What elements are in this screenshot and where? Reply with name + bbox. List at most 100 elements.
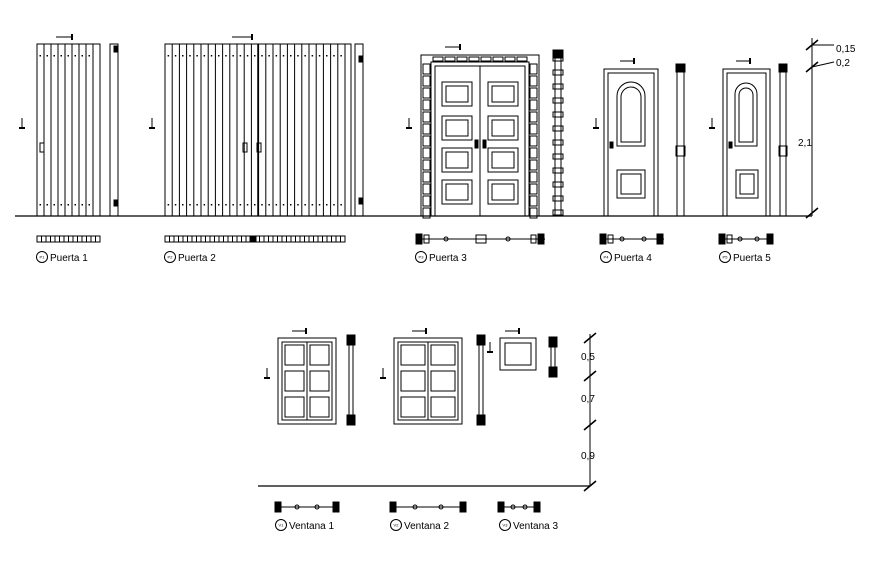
window-pane	[400, 344, 426, 366]
brick	[422, 159, 431, 171]
nail-mark	[81, 204, 83, 206]
nail-mark	[53, 55, 55, 57]
tag-code-v1: V1	[279, 523, 285, 528]
nail-mark	[81, 55, 83, 57]
door-panel	[441, 179, 473, 205]
window-pane	[309, 370, 330, 392]
nail-mark	[275, 55, 278, 57]
door-dimension-21: 2,1	[798, 138, 812, 149]
door-panel-inner	[491, 183, 515, 201]
window-pane	[309, 396, 330, 418]
section-tick	[552, 209, 564, 216]
nail-mark	[39, 204, 41, 206]
nail-mark	[232, 55, 234, 57]
section-tick	[552, 111, 564, 118]
nail-mark	[333, 204, 335, 206]
nail-mark	[182, 55, 184, 57]
door-p5-elevation	[709, 58, 771, 217]
door-panel-inner	[445, 183, 469, 201]
door-panel	[487, 115, 519, 141]
brick	[529, 159, 538, 171]
nail-mark	[67, 55, 69, 57]
nail-mark	[203, 55, 206, 57]
brick	[529, 75, 538, 87]
door-label-p1: Puerta 1	[50, 253, 88, 264]
tag-circle-v2	[390, 519, 402, 531]
nail-mark	[60, 55, 62, 57]
tag-code-v3: V3	[503, 523, 509, 528]
nail-mark	[268, 55, 270, 57]
brick	[422, 123, 431, 135]
nail-mark	[218, 204, 220, 206]
nail-mark	[67, 204, 69, 206]
nail-mark	[326, 204, 328, 206]
nail-mark	[39, 55, 41, 57]
window-v3-plan	[497, 501, 541, 513]
nail-mark	[74, 55, 76, 57]
door-panel-inner	[491, 151, 515, 169]
tag-code-v2: V2	[394, 523, 400, 528]
door-p4-section	[675, 63, 686, 217]
brick	[422, 111, 431, 123]
brick	[468, 56, 480, 62]
brick	[529, 111, 538, 123]
nail-mark	[282, 55, 285, 57]
door-p2-elevation	[149, 34, 352, 217]
brick	[529, 183, 538, 195]
nail-mark	[225, 55, 227, 57]
nail-mark	[318, 55, 321, 57]
tag-circle-v3	[499, 519, 511, 531]
nail-mark	[268, 204, 270, 206]
brick	[422, 171, 431, 183]
nail-mark	[290, 204, 292, 206]
door-label-p2: Puerta 2	[178, 253, 216, 264]
section-tick	[552, 97, 564, 104]
window-v2-elevation	[380, 328, 463, 425]
door-panel	[441, 147, 473, 173]
window-dimension-07: 0,7	[581, 394, 595, 405]
nail-mark	[333, 55, 335, 57]
tag-circle-v1	[275, 519, 287, 531]
door-p1-elevation	[19, 34, 101, 217]
nail-mark	[340, 55, 342, 57]
door-panel-inner	[445, 119, 469, 137]
section-tick	[552, 69, 564, 76]
nail-mark	[246, 55, 249, 57]
nail-mark	[174, 55, 177, 57]
brick	[529, 171, 538, 183]
brick	[516, 56, 528, 62]
window-pane	[430, 370, 456, 392]
brick	[529, 87, 538, 99]
door-p3-elevation	[406, 44, 540, 219]
brick	[529, 99, 538, 111]
nail-mark	[311, 204, 314, 206]
tag-circle-p5	[719, 251, 731, 263]
nail-mark	[261, 55, 263, 57]
section-tick	[552, 167, 564, 174]
nail-mark	[218, 55, 220, 57]
nail-mark	[210, 55, 213, 57]
nail-mark	[254, 204, 256, 206]
tag-code-p1: P1	[40, 255, 46, 260]
brick	[444, 56, 456, 62]
door-p3-plan	[415, 233, 545, 245]
nail-mark	[318, 204, 321, 206]
brick	[432, 56, 444, 62]
nail-mark	[189, 204, 191, 206]
nail-mark	[88, 204, 90, 206]
brick	[422, 207, 431, 219]
nail-mark	[210, 204, 213, 206]
brick	[529, 147, 538, 159]
brick	[422, 147, 431, 159]
nail-mark	[182, 204, 184, 206]
brick	[422, 63, 431, 75]
brick	[422, 87, 431, 99]
brick	[422, 99, 431, 111]
door-p5-section	[778, 63, 788, 217]
tag-circle-p2	[164, 251, 176, 263]
brick	[422, 195, 431, 207]
door-p2-section	[354, 43, 364, 217]
window-v2-section	[476, 334, 486, 426]
door-panel	[441, 115, 473, 141]
